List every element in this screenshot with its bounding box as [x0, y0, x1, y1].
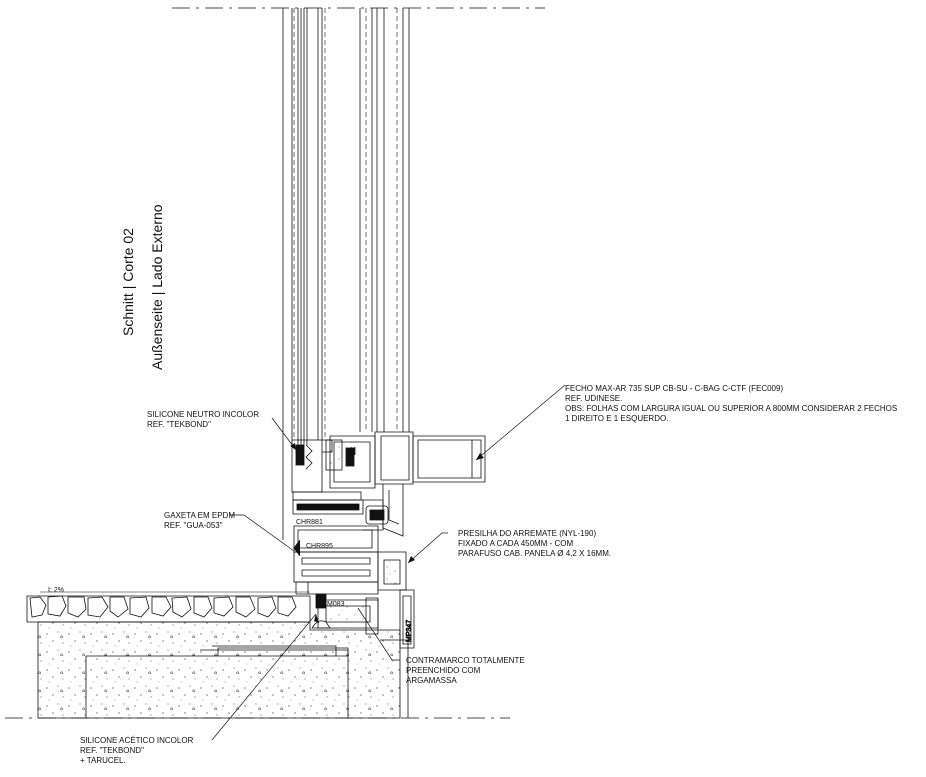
svg-text:REF. "TEKBOND": REF. "TEKBOND": [147, 420, 211, 429]
svg-text:CONTRAMARCO TOTALMENTE: CONTRAMARCO TOTALMENTE: [406, 656, 525, 665]
svg-text:PRESILHA DO ARREMATE (NYL-190): PRESILHA DO ARREMATE (NYL-190): [458, 529, 596, 538]
svg-text:OBS: FOLHAS COM LARGURA IGUAL: OBS: FOLHAS COM LARGURA IGUAL OU SUPERIO…: [565, 404, 897, 413]
leader-lines: [211, 384, 566, 741]
frame-dash-lines: [293, 8, 398, 440]
svg-text:FIXADO A CADA 450MM - COM: FIXADO A CADA 450MM - COM: [458, 539, 573, 548]
annotation-silicone-acetico: SILICONE ACÉTICO INCOLOR REF. "TEKBOND" …: [80, 736, 194, 765]
svg-text:+ TARUCEL.: + TARUCEL.: [80, 756, 126, 765]
stone-sill: [26, 595, 311, 623]
annotation-presilha: PRESILHA DO ARREMATE (NYL-190) FIXADO A …: [458, 529, 611, 558]
annotation-gaxeta: GAXETA EM EPDM REF. "GUA-053": [164, 511, 235, 530]
svg-text:SILICONE ACÉTICO INCOLOR: SILICONE ACÉTICO INCOLOR: [80, 736, 194, 745]
annotation-fecho: FECHO MAX-AR 735 SUP CB-SU - C-BAG C-CTF…: [565, 384, 897, 423]
svg-text:GAXETA EM EPDM: GAXETA EM EPDM: [164, 511, 235, 520]
label-mp347: MP347: [406, 620, 413, 642]
svg-text:REF. UDINESE.: REF. UDINESE.: [565, 394, 622, 403]
svg-text:FECHO MAX-AR 735 SUP CB-SU - C: FECHO MAX-AR 735 SUP CB-SU - C-BAG C-CTF…: [565, 384, 783, 393]
svg-text:ARGAMASSA: ARGAMASSA: [406, 676, 457, 685]
dim-12: 12: [350, 447, 357, 455]
sash-profile: 12: [291, 431, 486, 537]
annotation-silicone-neutro: SILICONE NEUTRO INCOLOR REF. "TEKBOND": [147, 410, 259, 429]
frame-verticals: [282, 8, 410, 540]
svg-text:SILICONE NEUTRO INCOLOR: SILICONE NEUTRO INCOLOR: [147, 410, 259, 419]
annotation-contramarco: CONTRAMARCO TOTALMENTE PREENCHIDO COM AR…: [406, 656, 525, 685]
label-cm083: CM083: [322, 601, 345, 608]
svg-text:PREENCHIDO COM: PREENCHIDO COM: [406, 666, 481, 675]
svg-text:1 DIREITO E 1 ESQUERDO.: 1 DIREITO E 1 ESQUERDO.: [565, 414, 668, 423]
slope-label: I: 2%: [48, 587, 64, 594]
label-chr895: CHR895: [306, 543, 333, 550]
svg-text:REF. "TEKBOND": REF. "TEKBOND": [80, 746, 144, 755]
label-chr881: CHR881: [296, 519, 323, 526]
title-line2: Außenseite | Lado Externo: [149, 204, 165, 370]
concrete-base: [37, 621, 409, 719]
leader-arrows: [290, 443, 484, 623]
svg-text:REF. "GUA-053": REF. "GUA-053": [164, 521, 223, 530]
title-line1: Schnitt | Corte 02: [120, 228, 136, 336]
svg-text:PARAFUSO CAB. PANELA Ø 4,2 X 1: PARAFUSO CAB. PANELA Ø 4,2 X 16MM.: [458, 549, 611, 558]
